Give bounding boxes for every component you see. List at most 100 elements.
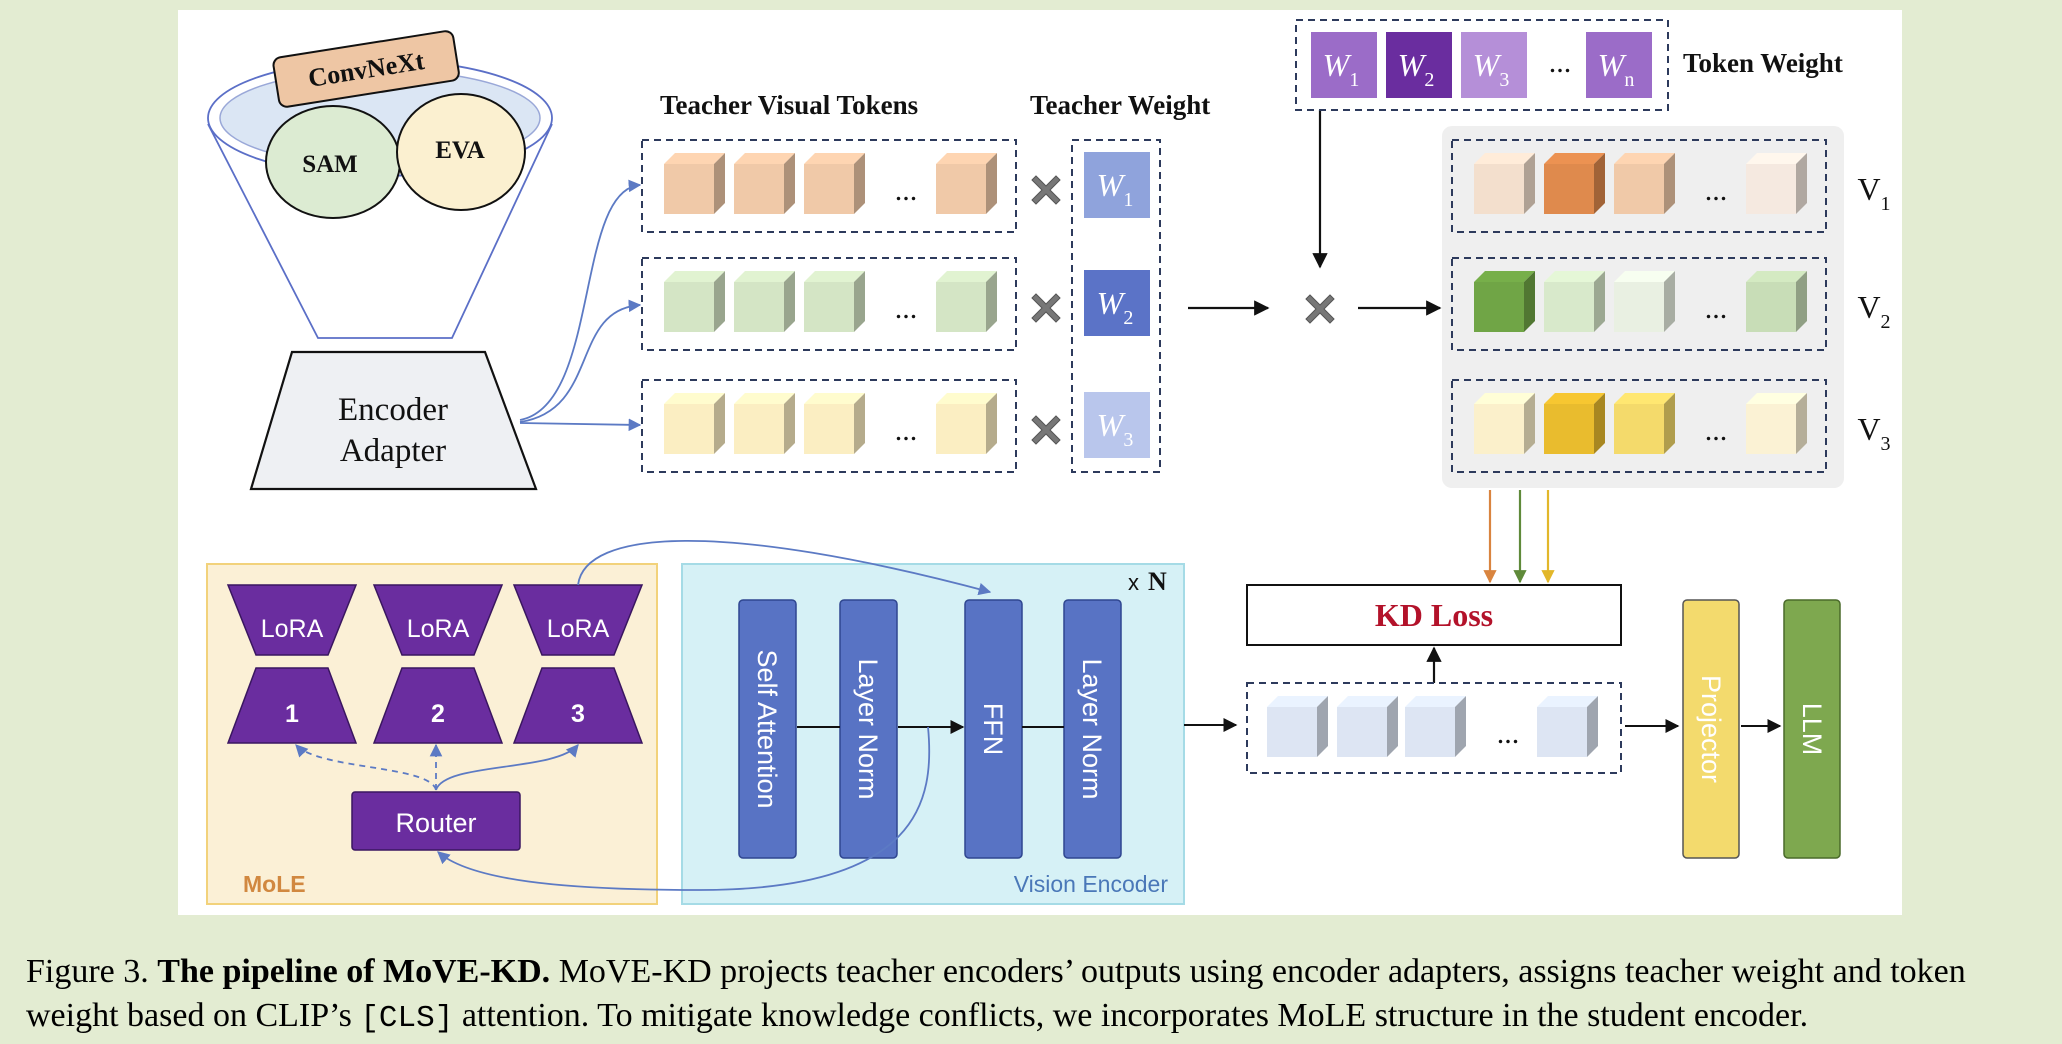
llm-label: LLM: [1797, 703, 1827, 756]
adapter-arrow-row1: [519, 179, 642, 421]
vision-encoder-title: Vision Encoder: [1014, 871, 1169, 897]
weighted-cube: [1746, 393, 1807, 454]
router-arrow-3: [435, 744, 579, 791]
encoder-block-label: Layer Norm: [853, 658, 883, 799]
lora-expert-2: LoRA 2: [372, 584, 504, 744]
student-cube: [1405, 696, 1466, 757]
teacher-weight-column: [1071, 139, 1161, 473]
weighted-cube: [1614, 393, 1675, 454]
weighted-cube: [1544, 393, 1605, 454]
eva-label: EVA: [435, 137, 485, 164]
caption-figure-number: Figure 3.: [26, 953, 149, 990]
teacher-cube: [936, 393, 997, 454]
teacher-row-3: [641, 379, 1017, 473]
teacher-token-rows: .........: [641, 139, 1017, 473]
lora-number: 3: [571, 700, 585, 728]
weighted-cube: [1746, 153, 1807, 214]
teacher-cube: [804, 393, 865, 454]
lora-number: 2: [431, 700, 445, 728]
teacher-weight-cell: [1084, 270, 1150, 336]
projector-box: [1682, 599, 1740, 859]
encoder-adapter-line1: Encoder: [338, 392, 448, 428]
weighted-cube: [1544, 153, 1605, 214]
multiply-icon: [1031, 415, 1061, 445]
teacher-multiply-marks: [1031, 175, 1061, 445]
student-cube: [1537, 696, 1598, 757]
mole-title: MoLE: [243, 871, 306, 897]
convnext-box: [272, 30, 460, 108]
weighted-row-ellipsis: ...: [1705, 292, 1728, 325]
lora-label: LoRA: [261, 615, 324, 643]
teacher-cube: [936, 271, 997, 332]
student-cube: [1337, 696, 1398, 757]
adapter-arrow-row3: [519, 418, 642, 432]
teacher-row-ellipsis: ...: [895, 414, 918, 447]
teacher-row-2: [641, 257, 1017, 351]
token-weight-ellipsis: ...: [1549, 46, 1572, 79]
weighted-cube: [1614, 153, 1675, 214]
student-tokens-row: [1246, 682, 1622, 774]
teacher-cube: [734, 393, 795, 454]
token-weight-cell: [1461, 32, 1527, 98]
teacher-weight-label: W1: [1097, 167, 1134, 211]
weighted-row-2: [1451, 257, 1827, 351]
weighted-row-ellipsis: ...: [1705, 174, 1728, 207]
router-box: [351, 791, 521, 851]
student-cube: [1267, 696, 1328, 757]
weighted-cube: [1746, 271, 1807, 332]
token-weight-label: W2: [1398, 47, 1435, 91]
caption-bold-title: The pipeline of MoVE-KD.: [157, 953, 551, 990]
encoder-block: [738, 599, 797, 859]
token-weight-box: [1295, 19, 1669, 111]
teacher-cube: [804, 271, 865, 332]
weighted-token-rows: .........: [1451, 139, 1827, 473]
teacher-weight-label: W2: [1097, 285, 1134, 329]
kd-loss-label: KD Loss: [1375, 597, 1493, 633]
encoder-block: [1063, 599, 1122, 859]
token-weight-label: W1: [1323, 47, 1360, 91]
lora-label: LoRA: [407, 615, 470, 643]
eva-circle: [396, 93, 526, 211]
weighted-cube: [1474, 393, 1535, 454]
teacher-cube: [664, 271, 725, 332]
lora-up-block: [512, 667, 644, 744]
token-weight-cell: [1586, 32, 1652, 98]
lora-down-block: [512, 584, 644, 656]
teacher-visual-tokens-title: Teacher Visual Tokens: [660, 90, 918, 120]
weighted-row-label: V2: [1857, 289, 1890, 333]
multiply-icon: [1031, 175, 1061, 205]
teacher-weight-title: Teacher Weight: [1030, 90, 1210, 120]
token-weight-label: Wn: [1598, 47, 1635, 91]
encoder-block-label: Layer Norm: [1077, 658, 1107, 799]
encoder-block-label: FFN: [978, 703, 1008, 755]
teacher-weight-cell: [1084, 152, 1150, 218]
weighted-cube: [1474, 271, 1535, 332]
repeat-x-label: x: [1128, 570, 1139, 595]
adapter-arrow-row2: [519, 299, 642, 423]
lora3-to-ffn-arrow: [577, 539, 992, 596]
router-arrow-1: [295, 744, 437, 791]
figure-caption: Figure 3. The pipeline of MoVE-KD. MoVE-…: [26, 950, 2056, 1041]
student-ellipsis: ...: [1497, 717, 1520, 750]
lora-up-block: [226, 667, 358, 744]
teacher-cube: [734, 153, 795, 214]
token-weight-cells: W1 W2 W3 Wn...: [1311, 32, 1652, 98]
lora-down-block: [226, 584, 358, 656]
projector-label: Projector: [1696, 675, 1726, 783]
token-weight-cell: [1311, 32, 1377, 98]
lora-up-block: [372, 667, 504, 744]
teacher-row-1: [641, 139, 1017, 233]
teacher-cube: [734, 271, 795, 332]
token-multiply-mark: [1305, 294, 1335, 324]
sam-label: SAM: [302, 151, 358, 178]
teacher-encoder-funnel: SAM EVA ConvNeXt Encoder Adapter: [207, 30, 553, 491]
llm-box: [1783, 599, 1841, 859]
token-weight-label: W3: [1473, 47, 1510, 91]
